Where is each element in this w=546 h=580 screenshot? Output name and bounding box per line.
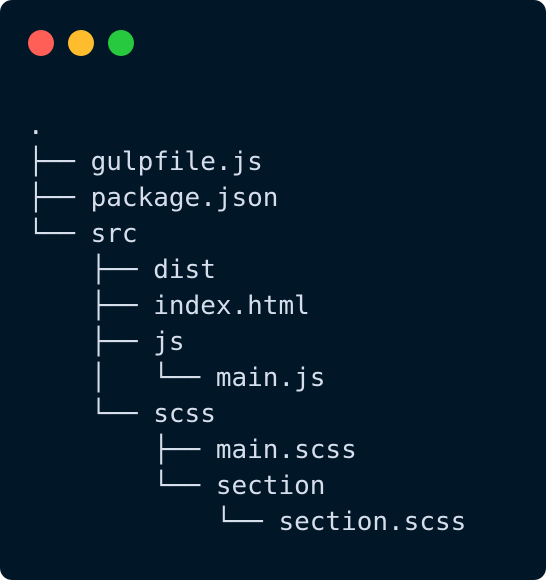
tree-branch: ├──: [28, 291, 154, 321]
tree-branch: ├──: [28, 435, 216, 465]
tree-item-label: js: [153, 327, 185, 357]
tree-item-label: dist: [153, 255, 216, 285]
tree-row: ├── main.scss: [28, 432, 466, 468]
tree-row: ├── dist: [28, 252, 466, 288]
tree-row: └── scss: [28, 396, 466, 432]
tree-row: ├── gulpfile.js: [28, 144, 466, 180]
tree-branch: ├──: [28, 327, 154, 357]
tree-item-label: main.js: [215, 363, 326, 393]
tree-item-label: .: [28, 111, 44, 141]
tree-row: .: [28, 108, 466, 144]
close-window-icon[interactable]: [28, 30, 54, 56]
tree-row: └── src: [28, 216, 466, 252]
tree-branch: └──: [28, 471, 216, 501]
tree-row: └── section.scss: [28, 504, 466, 540]
tree-branch: ├──: [28, 147, 91, 177]
tree-branch: └──: [28, 507, 279, 537]
tree-branch: ├──: [28, 255, 154, 285]
tree-row: └── section: [28, 468, 466, 504]
file-tree: .├── gulpfile.js├── package.json└── src …: [28, 108, 466, 540]
maximize-window-icon[interactable]: [108, 30, 134, 56]
tree-item-label: index.html: [153, 291, 310, 321]
window-controls: [28, 30, 134, 56]
tree-row: ├── js: [28, 324, 466, 360]
tree-item-label: scss: [153, 399, 216, 429]
tree-item-label: package.json: [90, 183, 279, 213]
tree-row: ├── package.json: [28, 180, 466, 216]
minimize-window-icon[interactable]: [68, 30, 94, 56]
tree-branch: └──: [28, 219, 91, 249]
tree-branch: ├──: [28, 183, 91, 213]
tree-item-label: section: [215, 471, 326, 501]
tree-row: │ └── main.js: [28, 360, 466, 396]
tree-item-label: src: [90, 219, 138, 249]
tree-branch: └──: [28, 399, 154, 429]
tree-item-label: gulpfile.js: [90, 147, 263, 177]
tree-item-label: section.scss: [278, 507, 467, 537]
tree-item-label: main.scss: [215, 435, 357, 465]
tree-row: ├── index.html: [28, 288, 466, 324]
tree-branch: │ └──: [28, 363, 216, 393]
